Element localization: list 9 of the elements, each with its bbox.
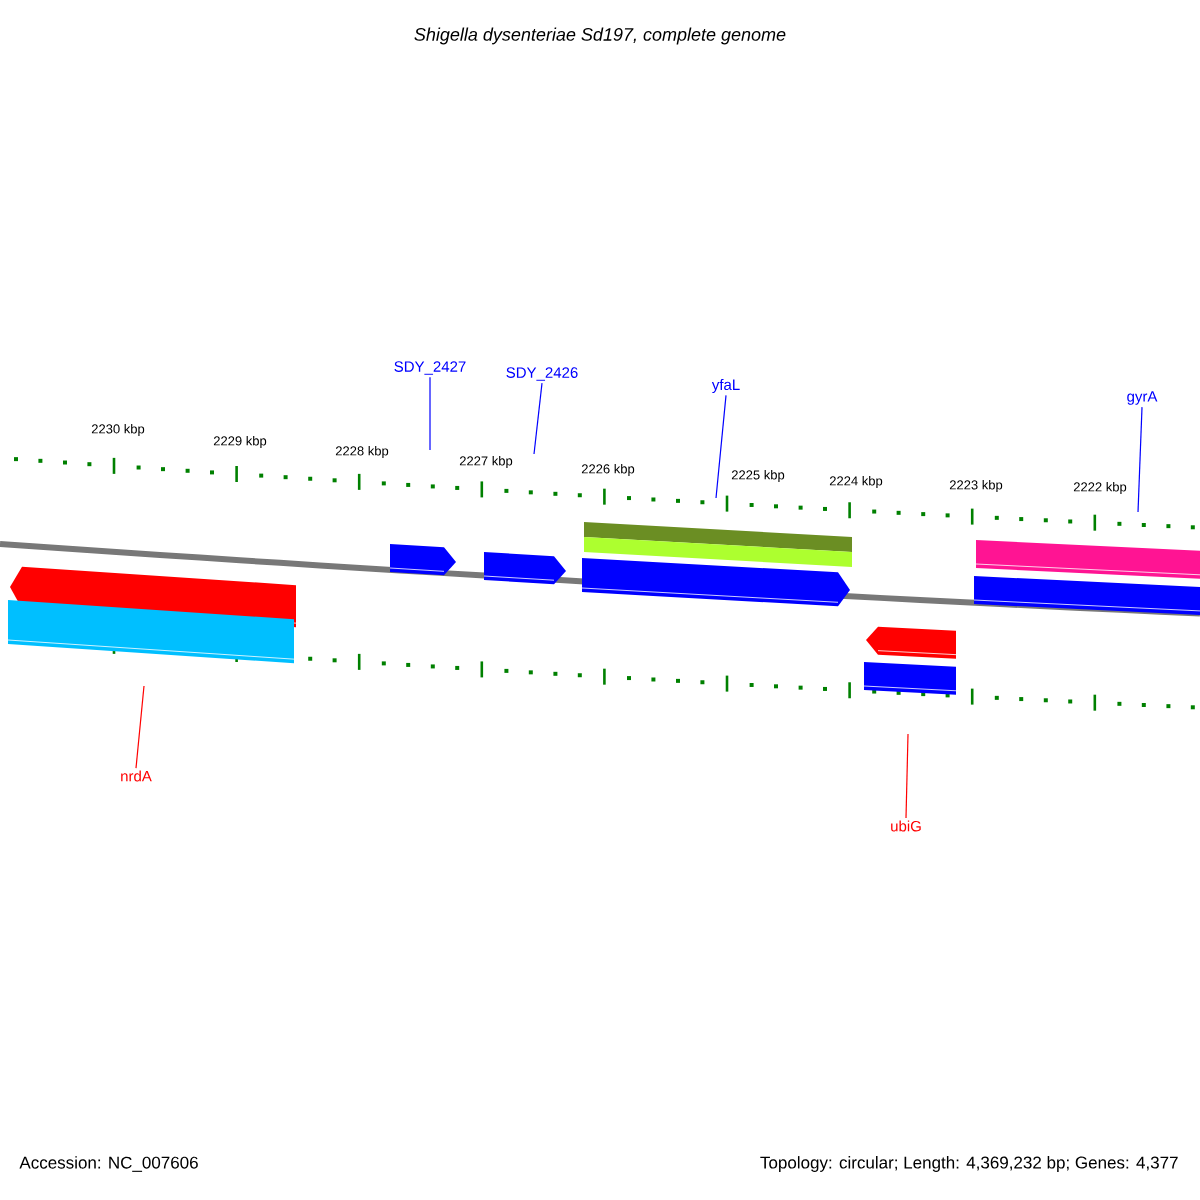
leader-line <box>429 376 431 451</box>
genome-info: Topology: circular; Length: 4,369,232 bp; Genes: 4,377 <box>760 1156 1178 1172</box>
leader-line <box>135 685 145 769</box>
leader-line <box>905 733 909 819</box>
leader-line <box>715 394 727 499</box>
leader-line <box>533 382 543 455</box>
title: Shigella dysenteriae Sd197, complete genome <box>414 27 786 45</box>
leader-line <box>1137 406 1143 513</box>
accession-text: Accession: NC_007606 <box>19 1156 198 1172</box>
